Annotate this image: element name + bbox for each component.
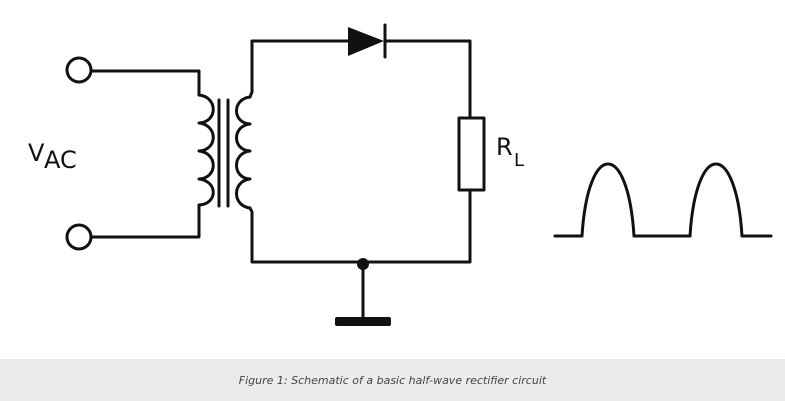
ground-junction-dot	[357, 258, 369, 270]
figure-caption: Figure 1: Schematic of a basic half-wave…	[238, 373, 547, 387]
secondary-coil	[235, 95, 252, 210]
load-label-sub: L	[514, 150, 524, 171]
source-label-main: V	[28, 139, 45, 167]
primary-wire-bottom	[89, 203, 201, 239]
return-wire	[248, 188, 472, 264]
input-terminal-bottom	[65, 223, 93, 251]
half-wave-output-waveform	[553, 162, 773, 238]
diode-anode-triangle	[348, 27, 384, 56]
input-terminal-top	[65, 56, 93, 84]
secondary-wire-top	[248, 39, 350, 99]
primary-coil	[197, 93, 215, 207]
caption-bar: Figure 1: Schematic of a basic half-wave…	[0, 359, 785, 401]
load-resistor	[457, 116, 486, 192]
source-label-sub: AC	[44, 146, 77, 174]
load-label-main: R	[496, 133, 513, 161]
ground-symbol	[335, 317, 391, 326]
primary-wire-top	[89, 69, 201, 97]
output-wire-top	[385, 39, 472, 120]
rectifier-schematic: V AC R L	[28, 23, 773, 326]
